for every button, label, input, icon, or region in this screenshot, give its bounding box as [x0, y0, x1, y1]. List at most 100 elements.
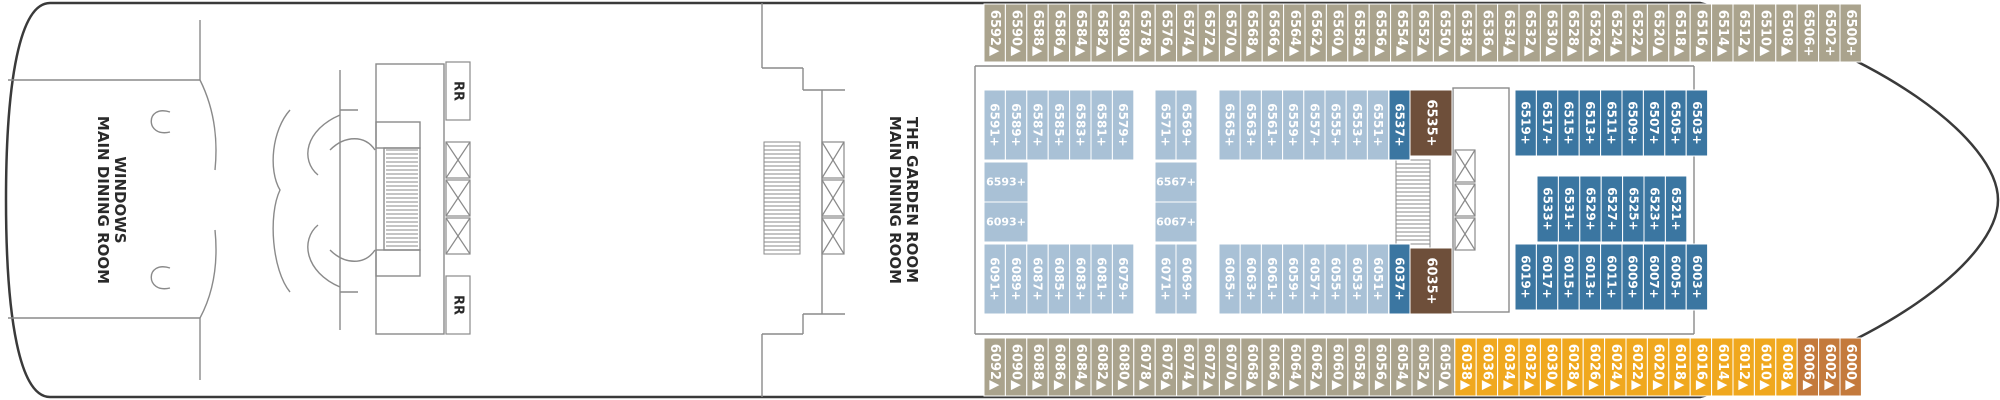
cabin[interactable]: 6071+	[1154, 243, 1177, 315]
cabin[interactable]: 6016▲	[1689, 337, 1713, 397]
cabin[interactable]: 6064▲	[1283, 337, 1306, 397]
cabin[interactable]: 6526▲	[1582, 3, 1606, 63]
cabin[interactable]: 6056▲	[1368, 337, 1392, 397]
cabin[interactable]: 6017+	[1535, 243, 1559, 311]
cabin[interactable]: 6534▲	[1497, 3, 1520, 63]
cabin[interactable]: 6086▲	[1047, 337, 1071, 397]
cabin[interactable]: 6500+	[1839, 3, 1862, 63]
cabin[interactable]: 6080▲	[1111, 337, 1135, 397]
cabin[interactable]: 6558▲	[1347, 3, 1370, 63]
cabin[interactable]: 6012▲	[1732, 337, 1755, 397]
cabin[interactable]: 6019+	[1514, 243, 1537, 311]
cabin[interactable]: 6524▲	[1604, 3, 1627, 63]
cabin[interactable]: 6052▲	[1411, 337, 1434, 397]
cabin[interactable]: 6568▲	[1240, 3, 1263, 63]
cabin[interactable]: 6058▲	[1347, 337, 1370, 397]
cabin[interactable]: 6083+	[1069, 243, 1092, 315]
cabin[interactable]: 6088▲	[1026, 337, 1049, 397]
cabin[interactable]: 6091+	[983, 243, 1006, 315]
cabin[interactable]: 6503+	[1685, 89, 1709, 157]
cabin[interactable]: 6562▲	[1304, 3, 1327, 63]
cabin[interactable]: 6580▲	[1111, 3, 1135, 63]
cabin[interactable]: 6592▲	[983, 3, 1006, 63]
cabin[interactable]: 6022▲	[1625, 337, 1648, 397]
cabin[interactable]: 6084▲	[1069, 337, 1092, 397]
cabin[interactable]: 6578▲	[1133, 3, 1156, 63]
cabin[interactable]: 6093+	[983, 201, 1029, 243]
cabin[interactable]: 6571+	[1154, 89, 1177, 161]
cabin[interactable]: 6506+	[1796, 3, 1820, 63]
cabin[interactable]: 6559+	[1282, 89, 1305, 161]
cabin[interactable]: 6554▲	[1390, 3, 1413, 63]
cabin[interactable]: 6512▲	[1732, 3, 1755, 63]
cabin[interactable]: 6090▲	[1004, 337, 1028, 397]
cabin[interactable]: 6072▲	[1197, 337, 1220, 397]
cabin[interactable]: 6074▲	[1176, 337, 1199, 397]
cabin[interactable]: 6563+	[1239, 89, 1262, 161]
cabin[interactable]: 6584▲	[1069, 3, 1092, 63]
cabin[interactable]: 6018▲	[1668, 337, 1691, 397]
cabin[interactable]: 6567+	[1154, 161, 1198, 203]
cabin[interactable]: 6525+	[1622, 175, 1645, 243]
cabin[interactable]: 6078▲	[1133, 337, 1156, 397]
cabin[interactable]: 6588▲	[1026, 3, 1049, 63]
cabin[interactable]: 6514▲	[1711, 3, 1734, 63]
cabin[interactable]: 6007+	[1642, 243, 1666, 311]
cabin[interactable]: 6569+	[1175, 89, 1198, 161]
cabin[interactable]: 6519+	[1514, 89, 1537, 157]
cabin[interactable]: 6535+	[1409, 89, 1453, 157]
cabin[interactable]: 6508▲	[1775, 3, 1798, 63]
cabin[interactable]: 6561+	[1260, 89, 1284, 161]
cabin[interactable]: 6530▲	[1539, 3, 1563, 63]
cabin[interactable]: 6005+	[1664, 243, 1687, 311]
cabin[interactable]: 6024▲	[1604, 337, 1627, 397]
cabin[interactable]: 6591+	[983, 89, 1006, 161]
cabin[interactable]: 6505+	[1664, 89, 1687, 157]
cabin[interactable]: 6523+	[1643, 175, 1666, 243]
cabin[interactable]: 6552▲	[1411, 3, 1434, 63]
cabin[interactable]: 6565+	[1218, 89, 1241, 161]
cabin[interactable]: 6536▲	[1475, 3, 1499, 63]
cabin[interactable]: 6566▲	[1261, 3, 1285, 63]
cabin[interactable]: 6032▲	[1518, 337, 1541, 397]
cabin[interactable]: 6517+	[1535, 89, 1559, 157]
cabin[interactable]: 6515+	[1557, 89, 1580, 157]
cabin[interactable]: 6079+	[1111, 243, 1135, 315]
cabin[interactable]: 6070▲	[1218, 337, 1242, 397]
cabin[interactable]: 6511+	[1600, 89, 1623, 157]
cabin[interactable]: 6055+	[1324, 243, 1347, 315]
cabin[interactable]: 6518▲	[1668, 3, 1691, 63]
cabin[interactable]: 6520▲	[1646, 3, 1670, 63]
cabin[interactable]: 6574▲	[1176, 3, 1199, 63]
cabin[interactable]: 6502+	[1818, 3, 1841, 63]
cabin[interactable]: 6011+	[1600, 243, 1623, 311]
cabin[interactable]: 6560▲	[1325, 3, 1349, 63]
cabin[interactable]: 6513+	[1578, 89, 1602, 157]
cabin[interactable]: 6002▲	[1818, 337, 1841, 397]
cabin[interactable]: 6013+	[1578, 243, 1602, 311]
cabin[interactable]: 6556▲	[1368, 3, 1392, 63]
cabin[interactable]: 6579+	[1111, 89, 1135, 161]
cabin[interactable]: 6003+	[1685, 243, 1709, 311]
cabin[interactable]: 6551+	[1366, 89, 1390, 161]
cabin[interactable]: 6068▲	[1240, 337, 1263, 397]
cabin[interactable]: 6089+	[1004, 243, 1028, 315]
cabin[interactable]: 6036▲	[1475, 337, 1499, 397]
cabin[interactable]: 6585+	[1047, 89, 1071, 161]
cabin[interactable]: 6038▲	[1454, 337, 1477, 397]
cabin[interactable]: 6054▲	[1390, 337, 1413, 397]
cabin[interactable]: 6528▲	[1561, 3, 1584, 63]
cabin[interactable]: 6576▲	[1154, 3, 1178, 63]
cabin[interactable]: 6059+	[1282, 243, 1305, 315]
cabin[interactable]: 6532▲	[1518, 3, 1541, 63]
cabin[interactable]: 6586▲	[1047, 3, 1071, 63]
cabin[interactable]: 6066▲	[1261, 337, 1285, 397]
cabin[interactable]: 6067+	[1154, 201, 1198, 243]
cabin[interactable]: 6034▲	[1497, 337, 1520, 397]
cabin[interactable]: 6564▲	[1283, 3, 1306, 63]
cabin[interactable]: 6510▲	[1753, 3, 1777, 63]
cabin[interactable]: 6081+	[1090, 243, 1113, 315]
cabin[interactable]: 6589+	[1004, 89, 1028, 161]
cabin[interactable]: 6581+	[1090, 89, 1113, 161]
cabin[interactable]: 6570▲	[1218, 3, 1242, 63]
